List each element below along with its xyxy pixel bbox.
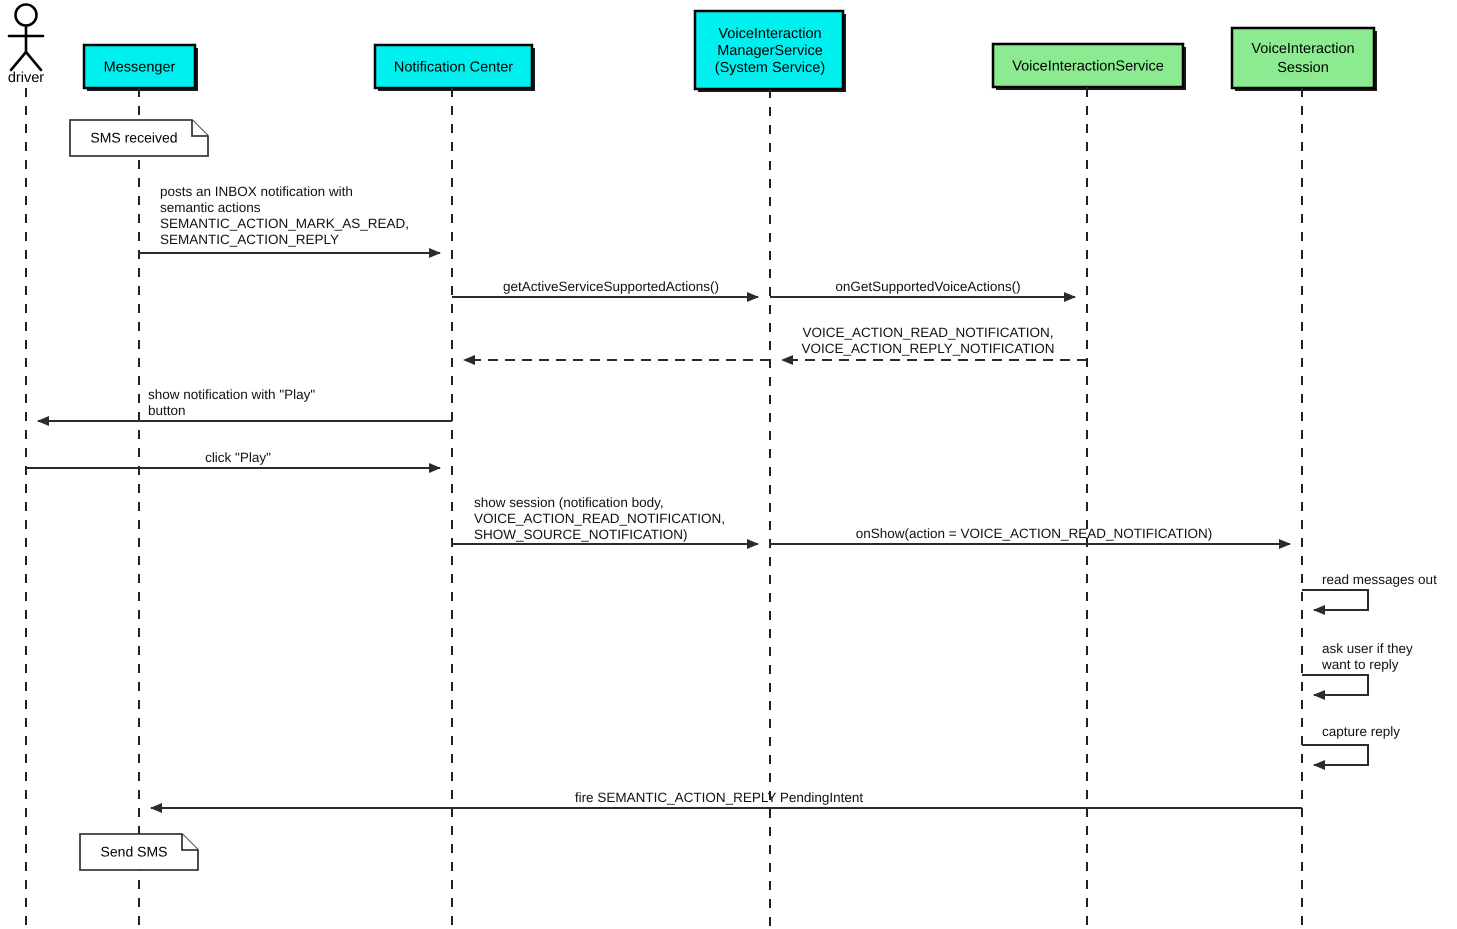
message-return-voice-actions-label-l1: VOICE_ACTION_READ_NOTIFICATION,	[802, 325, 1053, 340]
message-post-notification-label-l3: SEMANTIC_ACTION_MARK_AS_READ,	[160, 216, 409, 231]
participant-vims[interactable]: VoiceInteraction ManagerService (System …	[693, 9, 846, 98]
participant-label-vims-line2: ManagerService	[717, 43, 823, 59]
participant-session[interactable]: VoiceInteraction Session	[1230, 26, 1377, 97]
participant-notification-center[interactable]: Notification Center	[373, 43, 535, 97]
message-post-notification-label-l1: posts an INBOX notification with	[160, 184, 353, 199]
self-message-read-messages-out[interactable]: read messages out	[1302, 572, 1437, 615]
note-sms-received: SMS received	[69, 119, 209, 157]
participant-label-vims-line3: (System Service)	[715, 60, 825, 76]
message-show-session[interactable]: show session (notification body, VOICE_A…	[452, 495, 759, 549]
message-show-session-label-l3: SHOW_SOURCE_NOTIFICATION)	[474, 527, 688, 542]
message-post-notification-label-l4: SEMANTIC_ACTION_REPLY	[160, 232, 339, 247]
actor-driver[interactable]: driver	[7, 3, 45, 87]
participant-label-messenger: Messenger	[104, 59, 176, 75]
self-message-ask-user-reply-label-l1: ask user if they	[1322, 641, 1413, 656]
message-show-session-label-l1: show session (notification body,	[474, 495, 664, 510]
self-message-capture-reply[interactable]: capture reply	[1302, 724, 1400, 770]
message-click-play-label: click "Play"	[205, 450, 271, 465]
message-show-notification-label-l2: button	[148, 403, 186, 418]
message-on-get-supported-voice-actions-label: onGetSupportedVoiceActions()	[835, 279, 1020, 294]
participant-label-vis: VoiceInteractionService	[1012, 58, 1164, 74]
message-post-notification-label-l2: semantic actions	[160, 200, 261, 215]
message-on-show[interactable]: onShow(action = VOICE_ACTION_READ_NOTIFI…	[770, 526, 1291, 549]
message-click-play[interactable]: click "Play"	[26, 450, 441, 473]
message-on-get-supported-voice-actions[interactable]: onGetSupportedVoiceActions()	[770, 279, 1076, 302]
message-get-active-service-supported-actions[interactable]: getActiveServiceSupportedActions()	[452, 279, 759, 302]
message-fire-pending-intent-label: fire SEMANTIC_ACTION_REPLY PendingIntent	[575, 790, 864, 805]
message-fire-pending-intent[interactable]: fire SEMANTIC_ACTION_REPLY PendingIntent	[150, 790, 1302, 813]
stick-figure-head-icon	[14, 3, 38, 27]
self-message-capture-reply-label: capture reply	[1322, 724, 1400, 739]
message-get-active-service-supported-actions-label: getActiveServiceSupportedActions()	[503, 279, 719, 294]
note-send-sms-label: Send SMS	[101, 844, 168, 860]
message-return-voice-actions-label-l2: VOICE_ACTION_REPLY_NOTIFICATION	[801, 341, 1054, 356]
participant-label-notification-center: Notification Center	[394, 59, 513, 75]
note-send-sms: Send SMS	[79, 833, 199, 871]
note-sms-received-label: SMS received	[90, 130, 177, 146]
lifelines-group	[25, 88, 1303, 929]
self-message-read-messages-out-label: read messages out	[1322, 572, 1437, 587]
message-show-notification-play-button[interactable]: show notification with "Play" button	[37, 387, 452, 426]
participant-label-session-line1: VoiceInteraction	[1251, 41, 1354, 57]
stick-figure-leg-left-icon	[9, 50, 28, 72]
participant-vis[interactable]: VoiceInteractionService	[991, 42, 1186, 96]
message-return-voice-actions-to-vims[interactable]: VOICE_ACTION_READ_NOTIFICATION, VOICE_AC…	[781, 325, 1087, 365]
message-post-notification[interactable]: posts an INBOX notification with semanti…	[139, 184, 441, 258]
participant-label-vims-line1: VoiceInteraction	[718, 26, 821, 42]
self-message-ask-user-reply[interactable]: ask user if they want to reply	[1302, 641, 1413, 700]
actor-label-driver: driver	[8, 70, 44, 86]
message-on-show-label: onShow(action = VOICE_ACTION_READ_NOTIFI…	[856, 526, 1212, 541]
participant-label-session-line2: Session	[1277, 60, 1329, 76]
self-message-ask-user-reply-label-l2: want to reply	[1321, 657, 1399, 672]
message-show-session-label-l2: VOICE_ACTION_READ_NOTIFICATION,	[474, 511, 725, 526]
message-show-notification-label-l1: show notification with "Play"	[148, 387, 315, 402]
stick-figure-leg-right-icon	[24, 50, 43, 72]
participant-messenger[interactable]: Messenger	[82, 43, 198, 97]
